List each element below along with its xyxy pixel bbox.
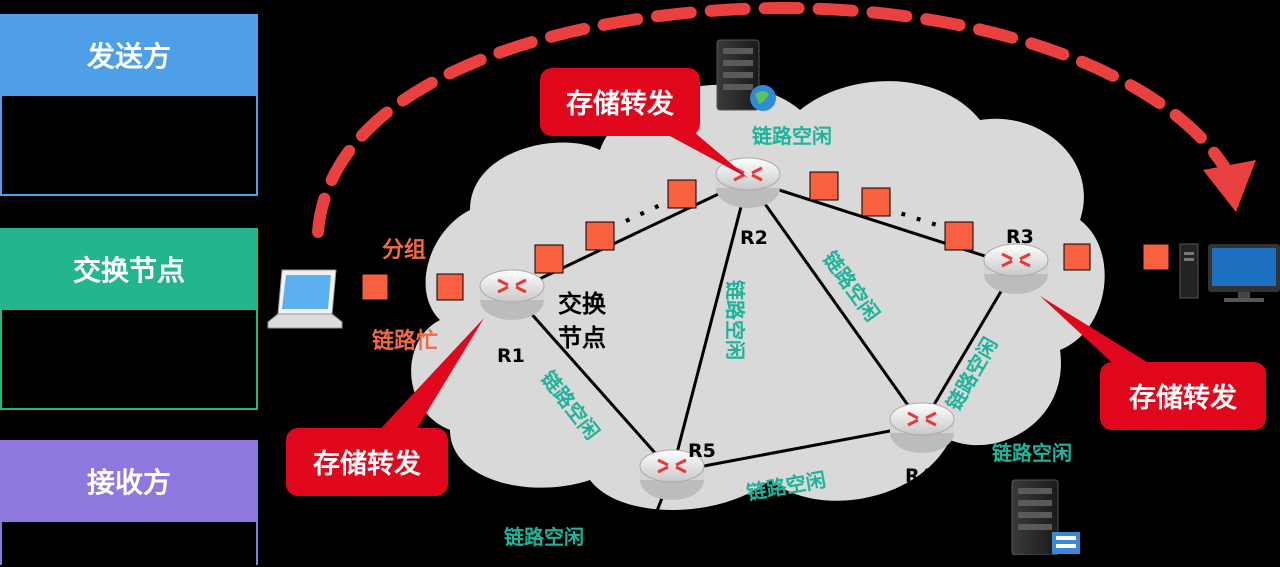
link-r3-r4 [920, 265, 1018, 426]
router-label-r4: R4 [905, 465, 933, 487]
callout-store-forward-top: 存储转发 [540, 68, 748, 178]
packet [361, 273, 389, 301]
packet-switching-diagram: · · · · · · R1 R2 R3 R4 R5 交换 节点 分组交 [267, 1, 1280, 555]
router-label-r2: R2 [740, 227, 768, 249]
legend-node: 交换节点 [0, 228, 258, 410]
legend-node-body [2, 308, 256, 408]
link-idle-label-r4: 链路空闲 [992, 441, 1072, 465]
switch-node-label-line2: 节点 [558, 324, 606, 352]
link-r2-r3 [747, 178, 1017, 268]
router-icon [479, 269, 545, 320]
callout-store-forward-left: 存储转发 [286, 318, 484, 496]
callout-text: 存储转发 [566, 88, 674, 120]
router-icon [639, 449, 705, 500]
packet [1063, 243, 1091, 271]
server-icon-bottom [1011, 479, 1080, 555]
transfer-arc [312, 1, 1238, 238]
network-label: 分组交换网 [690, 517, 825, 549]
link-r2-r4 [746, 179, 924, 426]
link-r2-r5 [670, 179, 750, 473]
packet [667, 179, 697, 209]
laptop-icon [267, 269, 343, 329]
legend-sender-title: 发送方 [2, 16, 256, 94]
desktop-icon [1179, 243, 1280, 302]
router-label-r5: R5 [688, 440, 716, 462]
packet-label: 分组 [382, 237, 426, 263]
server-icon [716, 39, 776, 111]
packets [361, 171, 1170, 301]
packet [585, 221, 615, 251]
link-busy-label: 链路忙 [372, 328, 438, 354]
link-idle-label-r2r5: 链路空闲 [723, 280, 747, 360]
packet [861, 187, 891, 217]
packet [809, 171, 839, 201]
packet [1142, 243, 1170, 271]
callout-text: 存储转发 [313, 448, 421, 480]
link-idle-label-bottom: 链路空闲 [504, 525, 584, 549]
callout-text: 存储转发 [1129, 382, 1237, 414]
packet [944, 221, 974, 251]
router-icon [983, 243, 1049, 294]
network-cloud [411, 81, 1105, 510]
transfer-arrowhead [1203, 160, 1256, 212]
router-label-r1: R1 [497, 345, 525, 367]
packet [436, 273, 464, 301]
switch-node-label-line1: 交换 [558, 290, 607, 318]
link-idle-label-top: 链路空闲 [752, 124, 832, 148]
legend-sender: 发送方 [0, 14, 258, 196]
legend-node-title: 交换节点 [2, 230, 256, 308]
router-icon [889, 402, 955, 453]
router-label-r3: R3 [1006, 226, 1034, 248]
legend-sender-body [2, 94, 256, 194]
callout-store-forward-right: 存储转发 [1040, 296, 1266, 430]
legend-receiver-title: 接收方 [2, 442, 256, 520]
link-r1-r5 [510, 291, 674, 473]
packet [534, 244, 564, 274]
link-r5-r4 [671, 423, 923, 474]
